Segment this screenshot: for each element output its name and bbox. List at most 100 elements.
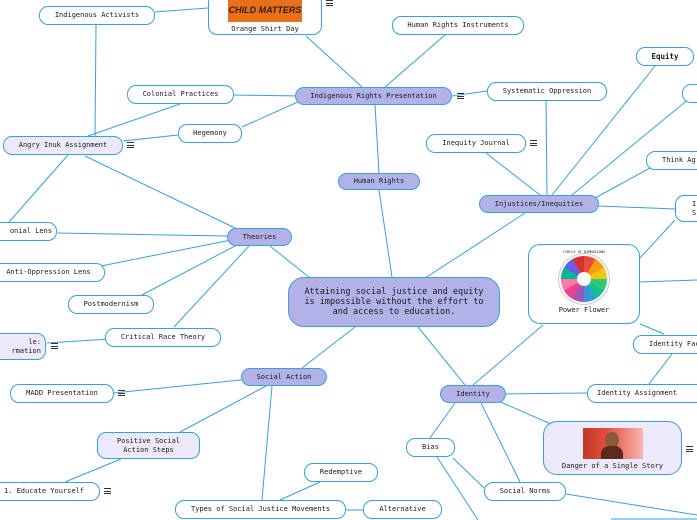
orange-shirt-logo-image: CHILD MATTERS bbox=[228, 0, 302, 22]
redemptive-label: Redemptive bbox=[319, 468, 363, 477]
cut-right-node-middle[interactable]: I S bbox=[675, 195, 697, 222]
educate-yourself-label: 1. Educate Yourself bbox=[3, 487, 85, 496]
note-icon[interactable] bbox=[686, 446, 693, 452]
positive-social-action-steps-node[interactable]: Positive Social Action Steps bbox=[97, 432, 200, 459]
central-topic[interactable]: Attaining social justice and equity is i… bbox=[288, 277, 500, 327]
identity-factors-node[interactable]: Identity Fac bbox=[633, 335, 697, 354]
connector-line bbox=[648, 353, 673, 385]
redemptive-node[interactable]: Redemptive bbox=[304, 463, 378, 482]
colonial-practices-node[interactable]: Colonial Practices bbox=[127, 85, 234, 104]
educate-yourself-node[interactable]: 1. Educate Yourself bbox=[0, 482, 100, 501]
note-icon[interactable] bbox=[118, 390, 125, 396]
central-topic-text: Attaining social justice and equity is i… bbox=[304, 286, 484, 318]
connector-line bbox=[87, 103, 181, 137]
connector-line bbox=[179, 385, 267, 433]
madd-presentation-label: MADD Presentation bbox=[26, 389, 98, 398]
positive-social-action-steps-line2: Action Steps bbox=[123, 445, 174, 454]
bias-node[interactable]: Bias bbox=[406, 438, 455, 457]
social-action-node[interactable]: Social Action bbox=[241, 368, 327, 386]
connector-line bbox=[64, 458, 122, 483]
colonial-lens-node[interactable]: onial Lens bbox=[0, 222, 57, 241]
note-icon[interactable] bbox=[326, 0, 333, 6]
human-rights-instruments-label: Human Rights Instruments bbox=[407, 21, 509, 30]
connector-line bbox=[378, 189, 393, 278]
danger-of-a-single-story-label: Danger of a Single Story bbox=[561, 462, 664, 470]
human-rights-instruments-node[interactable]: Human Rights Instruments bbox=[392, 16, 524, 35]
power-flower-image bbox=[561, 256, 607, 303]
connector-line bbox=[598, 205, 676, 210]
connector-line bbox=[594, 167, 651, 199]
connector-line bbox=[451, 90, 488, 97]
connector-line bbox=[154, 7, 209, 13]
indigenous-activists-node[interactable]: Indigenous Activists bbox=[39, 6, 155, 25]
think-again-node[interactable]: Think Ag bbox=[646, 151, 697, 170]
connector-line bbox=[100, 239, 232, 267]
indigenous-rights-presentation-label: Indigenous Rights Presentation bbox=[310, 91, 437, 100]
systematic-oppression-label: Systematic Oppression bbox=[502, 87, 592, 96]
power-flower-label: Power Flower bbox=[558, 306, 610, 315]
inequity-journal-node[interactable]: Inequity Journal bbox=[426, 134, 526, 153]
note-icon[interactable] bbox=[51, 343, 58, 349]
indigenous-rights-presentation-node[interactable]: Indigenous Rights Presentation bbox=[295, 87, 452, 105]
cut-right-label-1: I bbox=[692, 199, 697, 208]
critical-race-theory-label: Critical Race Theory bbox=[120, 333, 206, 342]
note-icon[interactable] bbox=[127, 142, 134, 148]
identity-assignment-node[interactable]: Identity Assignment bbox=[587, 384, 697, 403]
power-flower-node[interactable]: CIRCLE OF DIMENSIONS Power Flower bbox=[528, 244, 640, 324]
connector-line bbox=[269, 245, 316, 283]
alternative-node[interactable]: Alternative bbox=[363, 500, 442, 519]
connector-line bbox=[472, 324, 544, 386]
social-norms-node[interactable]: Social Norms bbox=[484, 482, 566, 501]
colonial-practices-label: Colonial Practices bbox=[142, 90, 219, 99]
colonial-lens-label: onial Lens bbox=[9, 227, 52, 236]
cut-right-label-2: S bbox=[692, 208, 697, 217]
inequity-journal-label: Inequity Journal bbox=[442, 139, 510, 148]
connector-line bbox=[305, 35, 363, 88]
identity-assignment-label: Identity Assignment bbox=[597, 389, 678, 398]
connector-line bbox=[384, 34, 446, 88]
connector-line bbox=[113, 378, 251, 394]
types-of-social-justice-movements-label: Types of Social Justice Movements bbox=[190, 505, 331, 514]
connector-line bbox=[57, 232, 228, 237]
connector-line bbox=[480, 402, 521, 483]
anti-oppression-lens-node[interactable]: Anti-Oppression Lens bbox=[0, 263, 105, 282]
connector-line bbox=[8, 154, 69, 223]
information-label-line1: le: bbox=[28, 337, 41, 346]
portrait-image bbox=[582, 428, 643, 459]
positive-social-action-steps-line1: Positive Social bbox=[116, 436, 181, 445]
note-icon[interactable] bbox=[104, 488, 111, 494]
indigenous-activists-label: Indigenous Activists bbox=[54, 11, 140, 20]
systematic-oppression-node[interactable]: Systematic Oppression bbox=[487, 82, 607, 101]
angry-inuk-assignment-node[interactable]: Angry Inuk Assignment bbox=[3, 136, 123, 155]
injustices-inequities-node[interactable]: Injustices/Inequities bbox=[479, 195, 599, 213]
connector-line bbox=[241, 100, 301, 128]
note-icon[interactable] bbox=[530, 140, 537, 146]
human-rights-node[interactable]: Human Rights bbox=[338, 173, 420, 190]
connector-line bbox=[233, 94, 301, 97]
identity-factors-label: Identity Fac bbox=[649, 340, 697, 349]
hegemony-node[interactable]: Hegemony bbox=[178, 124, 242, 143]
theories-label: Theories bbox=[242, 232, 277, 241]
types-of-social-justice-movements-node[interactable]: Types of Social Justice Movements bbox=[175, 500, 346, 519]
cut-right-node-top[interactable] bbox=[682, 84, 697, 103]
postmodernism-node[interactable]: Postmodernism bbox=[68, 295, 154, 314]
theories-node[interactable]: Theories bbox=[227, 228, 292, 246]
critical-race-theory-node[interactable]: Critical Race Theory bbox=[105, 328, 221, 347]
connector-line bbox=[374, 104, 380, 174]
human-rights-label: Human Rights bbox=[353, 177, 405, 186]
information-node[interactable]: le: rmation bbox=[0, 333, 46, 360]
equity-node[interactable]: Equity bbox=[636, 47, 694, 66]
madd-presentation-node[interactable]: MADD Presentation bbox=[10, 384, 114, 403]
equity-label: Equity bbox=[651, 51, 679, 61]
connector-line bbox=[639, 219, 676, 259]
note-icon[interactable] bbox=[457, 93, 464, 99]
orange-shirt-day-node[interactable]: CHILD MATTERS Orange Shirt Day bbox=[208, 0, 322, 35]
connector-line bbox=[84, 155, 238, 230]
bias-label: Bias bbox=[422, 443, 439, 452]
connector-line bbox=[137, 245, 236, 298]
identity-node[interactable]: Identity bbox=[440, 385, 506, 403]
connector-line bbox=[279, 481, 321, 501]
connector-line bbox=[94, 24, 97, 137]
danger-of-a-single-story-node[interactable]: Danger of a Single Story bbox=[543, 421, 682, 475]
